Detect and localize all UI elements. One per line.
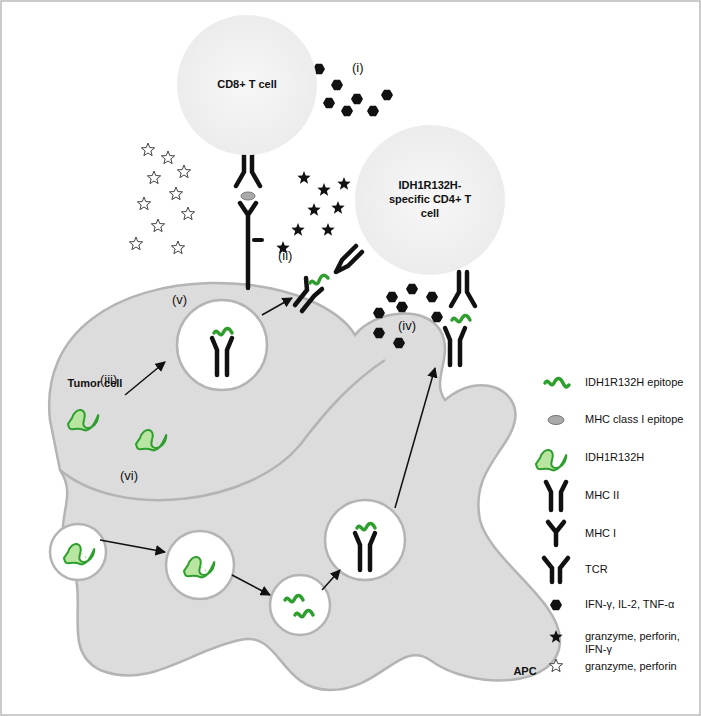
legend-text: granzyme, perforin bbox=[585, 660, 693, 673]
legend-text: TCR bbox=[585, 563, 693, 576]
cell-name: CD8+ T cell bbox=[217, 78, 277, 92]
legend-text: MHC class I epitope bbox=[585, 413, 693, 426]
callout-number: (iv) bbox=[398, 318, 416, 333]
cell-name: IDH1R132H-specific CD4+ T cell bbox=[381, 179, 479, 220]
callout-number: (i) bbox=[352, 60, 364, 75]
cell-label-area: Tumor cell bbox=[55, 372, 135, 396]
cell-label-area: APC bbox=[500, 660, 550, 684]
cell-circle: IDH1R132H-specific CD4+ T cell bbox=[355, 125, 505, 275]
callout-number: (v) bbox=[172, 292, 187, 307]
callout-number: (iii) bbox=[100, 372, 117, 387]
legend-text: granzyme, perforin, IFN-γ bbox=[585, 630, 693, 656]
legend-text: IFN-γ, IL-2, TNF-α bbox=[585, 598, 693, 611]
legend-text: IDH1R132H bbox=[585, 451, 693, 464]
legend-text: IDH1R132H epitope bbox=[585, 376, 693, 389]
legend-text: MHC II bbox=[585, 489, 693, 502]
callout-number: (ii) bbox=[278, 248, 292, 263]
legend-text: MHC I bbox=[585, 527, 693, 540]
cell-name: APC bbox=[513, 665, 536, 679]
callout-number: (vi) bbox=[120, 468, 138, 483]
cell-circle: CD8+ T cell bbox=[177, 15, 317, 155]
